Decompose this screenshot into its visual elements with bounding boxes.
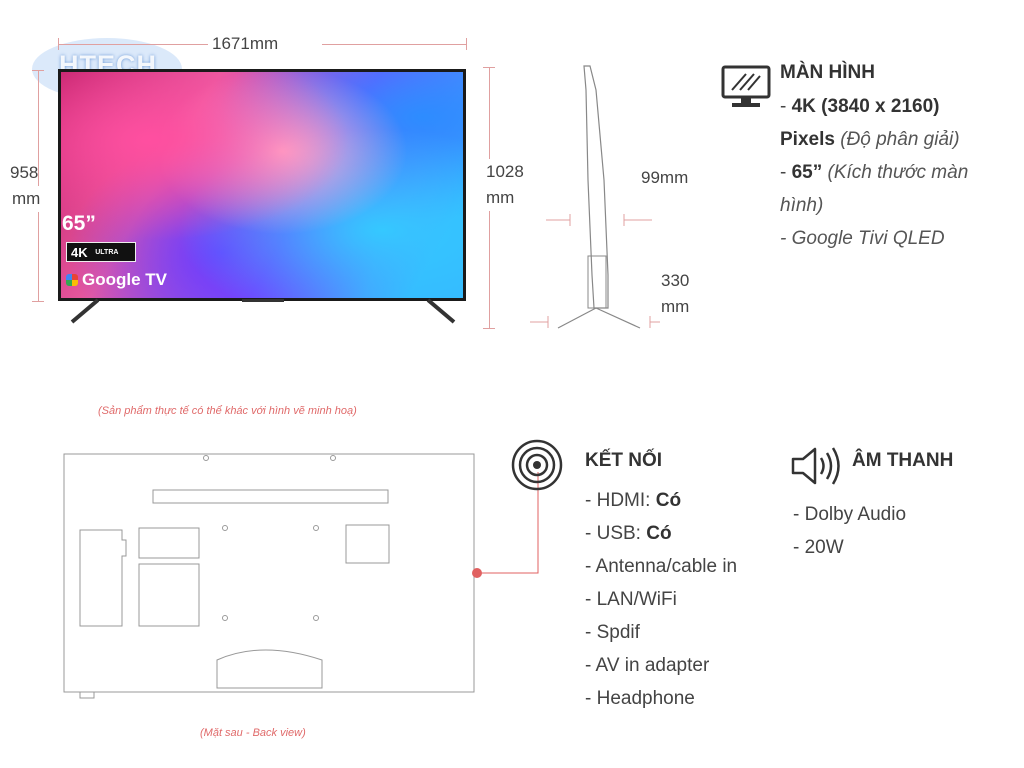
tv-center-bar — [242, 299, 284, 302]
connection-item: - Spdif — [585, 622, 640, 643]
back-speaker-housing — [216, 649, 323, 689]
sound-section-title: ÂM THANH — [852, 450, 954, 471]
display-size: - 65” (Kích thước màn — [780, 157, 968, 189]
google-tv-icon — [66, 274, 78, 286]
sound-item: - 20W — [793, 537, 844, 558]
height-dim-tick-top — [32, 70, 44, 71]
width-dim-tick-left — [58, 38, 59, 50]
side-stand-base — [557, 307, 641, 329]
stand-depth-unit: mm — [661, 297, 690, 316]
antenna-signal-icon — [511, 439, 563, 491]
tv-back-view — [63, 453, 475, 699]
tv-foot-right — [426, 298, 456, 324]
tv-side-view — [530, 65, 660, 329]
width-dim-line-left — [58, 44, 208, 45]
monitor-icon — [721, 65, 771, 107]
stand-height-value: 1028 — [486, 159, 524, 185]
connection-item: - LAN/WiFi — [585, 589, 677, 610]
connection-item: - Headphone — [585, 688, 695, 709]
tv-front-screen — [58, 69, 466, 301]
display-type: - Google Tivi QLED — [780, 228, 945, 249]
connection-item: - AV in adapter — [585, 655, 710, 676]
connector-line — [480, 472, 539, 574]
back-vesa-hole — [313, 615, 319, 621]
connection-section-title: KẾT NỐI — [585, 450, 663, 471]
back-vesa-hole — [222, 615, 228, 621]
display-size-note-cont: hình) — [780, 195, 824, 216]
height-dimension-value: 958 — [10, 160, 39, 186]
display-resolution: - 4K (3840 x 2160) — [780, 91, 940, 123]
tv-google-tv-brand: Google TV — [66, 270, 167, 290]
back-port-block — [138, 527, 200, 559]
display-pixels: Pixels (Độ phân giải) — [780, 124, 960, 156]
back-panel-tab — [79, 692, 95, 699]
connection-hdmi-value: Có — [655, 490, 682, 511]
back-screw — [203, 455, 209, 461]
stand-depth-value: 330 — [661, 271, 690, 290]
height-dimension-unit: mm — [12, 186, 41, 212]
tv-size-label: 65” — [62, 212, 96, 235]
connection-hdmi-label: - HDMI: — [585, 490, 656, 511]
back-port-block — [345, 524, 390, 564]
side-panel-outline — [583, 65, 609, 309]
tv-4k-badge: 4K ULTRA — [66, 242, 136, 262]
display-section-title: MÀN HÌNH — [780, 62, 875, 83]
back-vesa-hole — [313, 525, 319, 531]
connection-usb: - USB: Có — [585, 518, 672, 550]
width-dim-tick-right — [466, 38, 467, 50]
display-size-value: 65” — [791, 162, 823, 183]
connector-dot — [472, 568, 482, 578]
back-view-note: (Mặt sau - Back view) — [200, 727, 306, 739]
depth-dimension: 99mm — [641, 168, 689, 187]
tv-foot-left — [70, 298, 100, 324]
tv-ultra-text: ULTRA — [95, 249, 119, 256]
speaker-icon — [791, 447, 840, 485]
stand-height-unit: mm — [486, 185, 515, 211]
back-port-block — [138, 563, 200, 627]
back-vent-slot — [152, 489, 389, 504]
back-ports-panel — [79, 529, 127, 627]
tv-4k-text: 4K — [71, 245, 88, 260]
display-pixels-word: Pixels — [780, 129, 835, 150]
tv-brand-text: Google TV — [82, 270, 167, 289]
tv-stand-feet — [70, 298, 456, 324]
disclaimer-note: (Sản phẩm thực tế có thể khác với hình v… — [98, 405, 357, 417]
height-dim-tick-bottom — [32, 301, 44, 302]
connection-usb-label: - USB: — [585, 523, 647, 544]
width-dimension: 1671mm — [212, 34, 279, 53]
sound-item: - Dolby Audio — [793, 504, 907, 525]
display-resolution-value: 4K (3840 x 2160) — [791, 96, 940, 117]
connection-item: - Antenna/cable in — [585, 556, 738, 577]
connection-usb-value: Có — [646, 523, 672, 544]
display-resolution-note: (Độ phân giải) — [840, 129, 960, 150]
width-dim-line-right — [322, 44, 466, 45]
stand-height-dim-tick-top — [483, 67, 495, 68]
tv-wallpaper — [61, 72, 463, 298]
back-screw — [330, 455, 336, 461]
side-stand-neck — [587, 255, 607, 309]
display-resolution-prefix: - — [780, 96, 792, 117]
stand-height-dim-tick-bottom — [483, 328, 495, 329]
back-vesa-hole — [222, 525, 228, 531]
display-size-note: (Kích thước màn — [827, 162, 969, 183]
connection-hdmi: - HDMI: Có — [585, 485, 681, 517]
display-size-prefix: - — [780, 162, 792, 183]
